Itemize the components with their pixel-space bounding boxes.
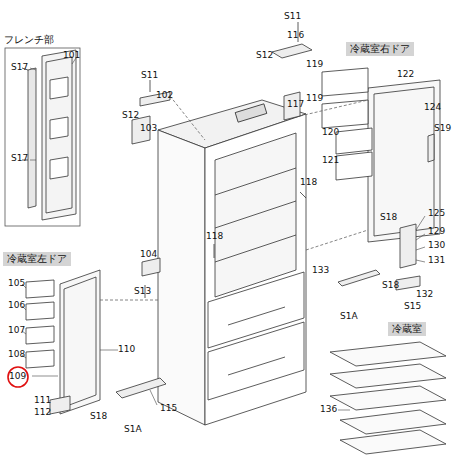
callout-number: 133 [312, 266, 329, 275]
section-band: 冷蔵室 [388, 322, 426, 336]
left-door [60, 270, 100, 414]
hinge-rail [28, 68, 36, 208]
callout-number: S11 [284, 12, 301, 21]
callout-number: 107 [8, 326, 25, 335]
callout-number: 110 [118, 345, 135, 354]
glass-shelf [340, 430, 446, 454]
callout-number: S19 [434, 124, 451, 133]
callout-number: 122 [397, 70, 414, 79]
callout-number: S18 [380, 213, 397, 222]
callout-number: S17 [11, 63, 28, 72]
callout-number: S15 [404, 302, 421, 311]
door-inner [46, 57, 72, 213]
section-heading: 冷蔵室右ドア [350, 43, 410, 55]
inset-frame [5, 48, 80, 226]
callout-number: 104 [140, 250, 157, 259]
callout-number: S18 [382, 281, 399, 290]
cabinet-front [205, 114, 306, 425]
drawer [208, 322, 304, 400]
section-heading: 冷蔵室 [392, 323, 422, 335]
callout-number: 131 [428, 256, 445, 265]
callout-number: 118 [300, 178, 317, 187]
callout-number: 130 [428, 241, 445, 250]
callout-number: 120 [322, 128, 339, 137]
callout-number: 118 [206, 232, 223, 241]
highlight-circle [8, 367, 28, 387]
section-band: 冷蔵室右ドア [346, 42, 414, 56]
callout-number: 116 [287, 31, 304, 40]
callout-number: 108 [8, 350, 25, 359]
cabinet-side [158, 130, 205, 425]
callout-number: 117 [287, 100, 304, 109]
callout-number: S18 [90, 412, 107, 421]
section-heading: フレンチ部 [4, 34, 81, 46]
callout-number: 102 [156, 91, 173, 100]
callout-number: S12 [122, 111, 139, 120]
callout-number: 112 [34, 408, 51, 417]
callout-number: 101 [63, 51, 80, 60]
callout-number: S12 [256, 51, 273, 60]
callout-number: 111 [34, 396, 51, 405]
callout-number: 106 [8, 301, 25, 310]
callout-number: 136 [320, 405, 337, 414]
callout-number: 119 [306, 60, 323, 69]
callout-number: 129 [428, 227, 445, 236]
glass-shelf [330, 386, 446, 410]
callout-number: S13 [134, 287, 151, 296]
glass-shelf [340, 410, 446, 434]
section-heading: 冷蔵室左ドア [7, 253, 67, 265]
callout-number: 121 [322, 156, 339, 165]
callout-number: S11 [141, 71, 158, 80]
callout-number: 115 [160, 404, 177, 413]
callout-number: S17 [11, 154, 28, 163]
french-door [42, 50, 76, 220]
callout-number: 132 [416, 290, 433, 299]
glass-shelf [330, 364, 446, 388]
glass-shelf [330, 342, 446, 366]
callout-number: 119 [306, 94, 323, 103]
callout-number: 109 [9, 372, 26, 381]
callout-number: 125 [428, 209, 445, 218]
callout-number: S1A [124, 425, 142, 434]
callout-number: S1A [340, 312, 358, 321]
callout-number: 105 [8, 279, 25, 288]
callout-number: 124 [424, 103, 441, 112]
callout-number: 103 [140, 124, 157, 133]
base-cover [116, 378, 166, 398]
section-band: 冷蔵室左ドア [3, 252, 71, 266]
